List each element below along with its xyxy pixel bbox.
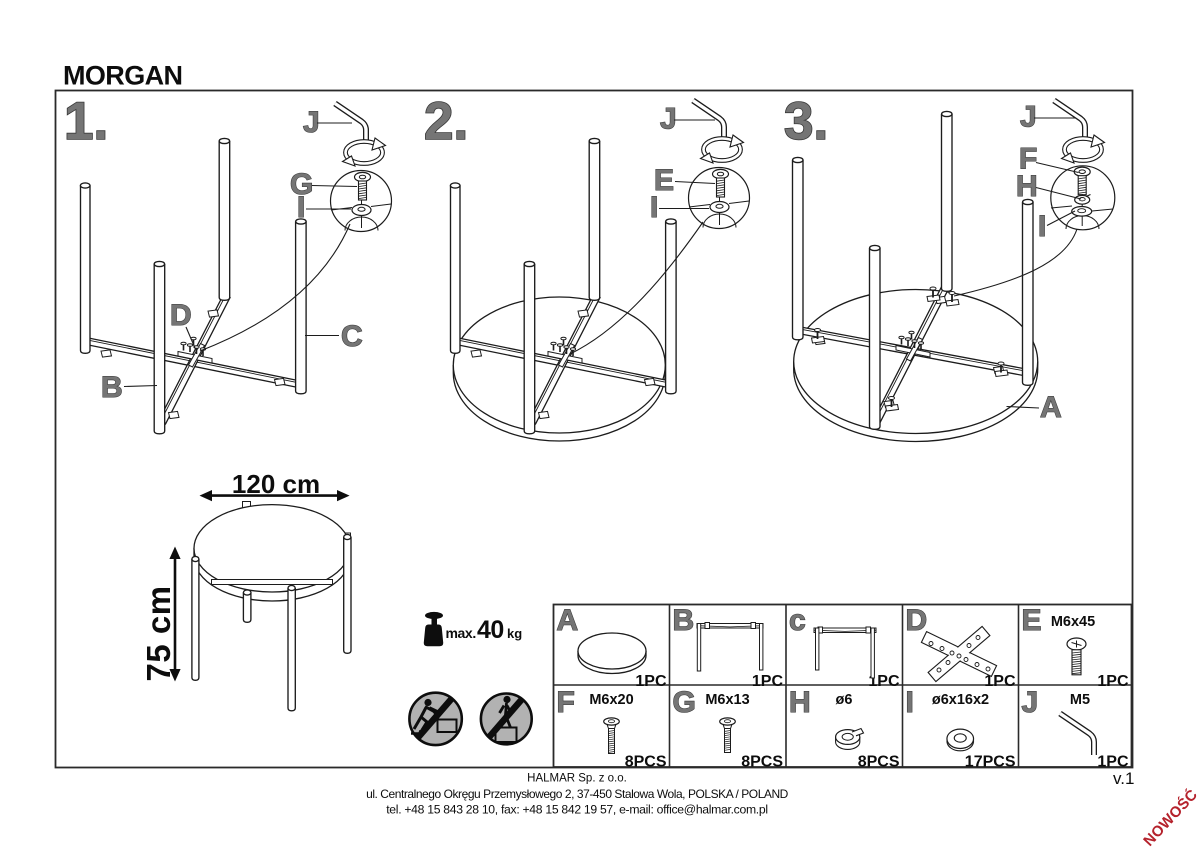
svg-text:HALMAR Sp. z o.o.: HALMAR Sp. z o.o.: [527, 773, 627, 785]
svg-text:1PC: 1PC: [752, 673, 784, 690]
svg-text:J: J: [660, 103, 677, 136]
svg-text:H: H: [1016, 170, 1038, 203]
svg-text:A: A: [557, 604, 579, 637]
svg-text:M5: M5: [1070, 692, 1090, 708]
svg-text:J: J: [303, 106, 320, 139]
svg-text:D: D: [170, 299, 192, 332]
svg-text:1PC: 1PC: [868, 673, 900, 690]
svg-text:M6x20: M6x20: [589, 692, 633, 708]
svg-text:2.: 2.: [424, 92, 468, 151]
svg-text:G: G: [290, 168, 313, 201]
svg-text:M6x13: M6x13: [705, 692, 749, 708]
svg-text:v.1: v.1: [1113, 769, 1134, 788]
svg-text:ø6x16x2: ø6x16x2: [932, 692, 989, 708]
svg-text:E: E: [654, 164, 674, 197]
svg-text:J: J: [1022, 686, 1039, 719]
svg-text:A: A: [1040, 391, 1062, 424]
svg-text:8PCS: 8PCS: [625, 754, 667, 771]
svg-text:1PC: 1PC: [984, 673, 1016, 690]
svg-text:I: I: [906, 686, 914, 719]
svg-text:ul. Centralnego Okręgu Przemys: ul. Centralnego Okręgu Przemysłowego 2, …: [366, 787, 789, 801]
svg-text:I: I: [1038, 210, 1046, 243]
svg-text:J: J: [1020, 101, 1037, 134]
svg-text:1PC: 1PC: [635, 673, 667, 690]
svg-text:MORGAN: MORGAN: [63, 61, 182, 91]
svg-text:40: 40: [477, 616, 504, 644]
svg-text:F: F: [557, 686, 575, 719]
svg-text:I: I: [297, 191, 305, 224]
svg-text:NOWOŚĆ: NOWOŚĆ: [1140, 786, 1200, 848]
svg-text:ø6: ø6: [836, 692, 853, 708]
svg-text:8PCS: 8PCS: [741, 754, 783, 771]
svg-text:3.: 3.: [784, 92, 828, 151]
svg-text:B: B: [673, 604, 695, 637]
svg-text:1.: 1.: [64, 92, 108, 151]
svg-text:75 cm: 75 cm: [140, 585, 177, 681]
svg-text:c: c: [789, 604, 806, 637]
svg-text:D: D: [906, 604, 928, 637]
svg-text:H: H: [789, 686, 811, 719]
svg-text:kg: kg: [507, 626, 522, 641]
svg-text:120 cm: 120 cm: [232, 469, 320, 499]
svg-text:F: F: [1019, 143, 1037, 176]
svg-text:G: G: [673, 686, 696, 719]
svg-text:tel. +48 15 843 28 10, fax: +4: tel. +48 15 843 28 10, fax: +48 15 842 1…: [386, 803, 768, 817]
svg-text:1PC: 1PC: [1097, 673, 1129, 690]
svg-text:8PCS: 8PCS: [858, 754, 900, 771]
svg-text:17PCS: 17PCS: [965, 754, 1016, 771]
svg-text:M6x45: M6x45: [1051, 614, 1095, 630]
svg-text:C: C: [341, 320, 363, 353]
svg-text:E: E: [1022, 604, 1042, 637]
svg-text:I: I: [650, 191, 658, 224]
svg-text:max.: max.: [446, 625, 476, 641]
svg-text:1PC: 1PC: [1097, 754, 1129, 771]
svg-text:B: B: [101, 371, 123, 404]
